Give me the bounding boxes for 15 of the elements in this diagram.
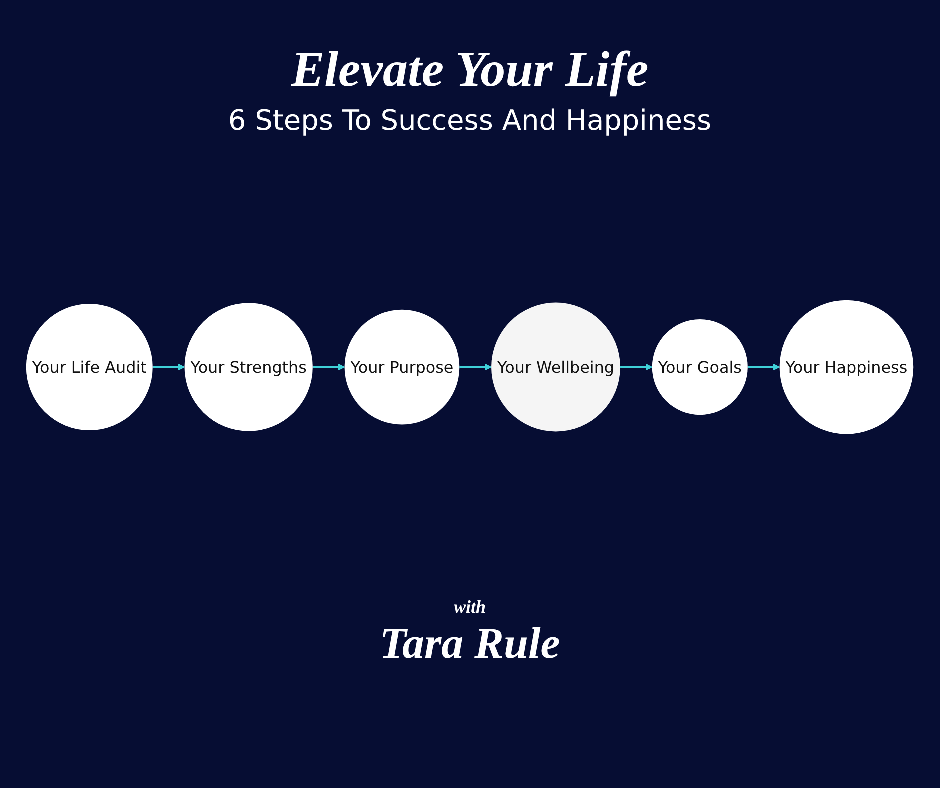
node-circle: Your Strengths xyxy=(184,302,313,432)
node-circle: Your Life Audit xyxy=(26,304,153,430)
arrow xyxy=(748,364,780,370)
arrow xyxy=(460,364,492,370)
byline-text: with xyxy=(454,597,486,618)
author-name: Tara Rule xyxy=(380,618,560,669)
subtitle: 6 Steps To Success And Happiness xyxy=(228,104,712,137)
node-circle: Your Wellbeing xyxy=(492,302,620,432)
arrow xyxy=(312,364,346,370)
arrow xyxy=(152,364,186,370)
node-circle: Your Purpose xyxy=(344,310,460,424)
title: Elevate Your Life xyxy=(291,40,649,98)
node-circle: Your Happiness xyxy=(780,300,914,434)
arrow xyxy=(620,364,653,370)
node-circle: Your Goals xyxy=(652,319,748,415)
